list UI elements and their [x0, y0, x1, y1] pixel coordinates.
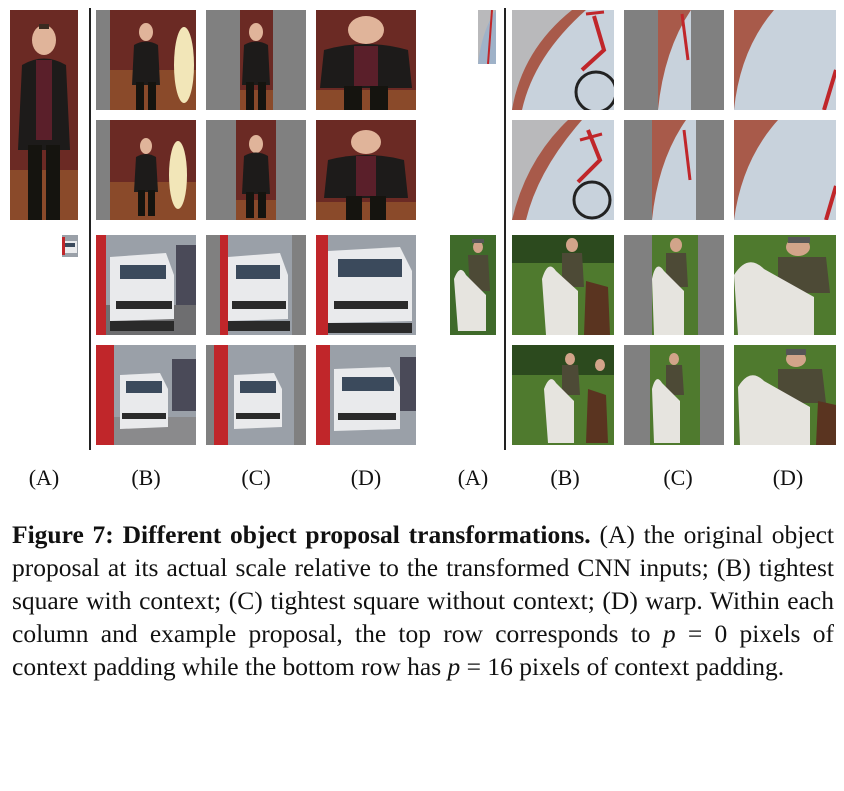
caption-label: Figure 7:: [12, 520, 114, 549]
bike-original-proposal-image: [478, 10, 496, 64]
label-right-d: (D): [772, 465, 804, 490]
label-right-c: (C): [663, 465, 693, 490]
caption-title: Different object proposal transformation…: [122, 520, 591, 549]
label-left-b: (B): [131, 465, 161, 490]
label-left-c: (C): [241, 465, 271, 490]
car-p0-tight-no-context: [206, 235, 306, 335]
caption-variable-p-top: p: [662, 619, 676, 648]
horse-p0-tight-no-context: [624, 235, 724, 335]
person-p16-warp: [316, 120, 416, 220]
bike-p16-tight-context: [512, 120, 614, 220]
bike-p0-warp: [734, 10, 836, 110]
person-original-proposal-image: [10, 10, 78, 220]
person-p0-tight-no-context: [206, 10, 306, 110]
label-right-a: (A): [457, 465, 489, 490]
label-left-d: (D): [350, 465, 382, 490]
bike-p0-tight-no-context: [624, 10, 724, 110]
horse-p16-warp: [734, 345, 836, 445]
left-divider-line: [89, 8, 91, 450]
label-right-b: (B): [550, 465, 580, 490]
label-left-a: (A): [28, 465, 60, 490]
person-p16-tight-no-context: [206, 120, 306, 220]
caption-eq-bottom: = 16 pixels of context padding.: [460, 652, 785, 681]
caption-variable-p-bottom: p: [447, 652, 461, 681]
right-divider-line: [504, 8, 506, 450]
car-p0-warp: [316, 235, 416, 335]
car-p0-tight-context: [96, 235, 196, 335]
car-p16-warp: [316, 345, 416, 445]
figure-panel: [10, 8, 836, 450]
person-p0-tight-context: [96, 10, 196, 110]
caption-body: (A) the original object proposal at its …: [12, 520, 835, 648]
figure-caption: Figure 7: Different object proposal tran…: [12, 518, 834, 683]
horse-p16-tight-context: [512, 345, 614, 445]
horse-original-proposal-image: [450, 235, 496, 335]
person-p16-tight-context: [96, 120, 196, 220]
horse-p16-tight-no-context: [624, 345, 724, 445]
car-original-proposal-image: [62, 235, 78, 257]
car-p16-tight-context: [96, 345, 196, 445]
horse-p0-warp: [734, 235, 836, 335]
bike-p0-tight-context: [512, 10, 614, 110]
person-p0-warp: [316, 10, 416, 110]
car-p16-tight-no-context: [206, 345, 306, 445]
caption-eq-top: = 0 pixels of context padding while the …: [12, 619, 834, 681]
horse-p0-tight-context: [512, 235, 614, 335]
bike-p16-warp: [734, 120, 836, 220]
bike-p16-tight-no-context: [624, 120, 724, 220]
